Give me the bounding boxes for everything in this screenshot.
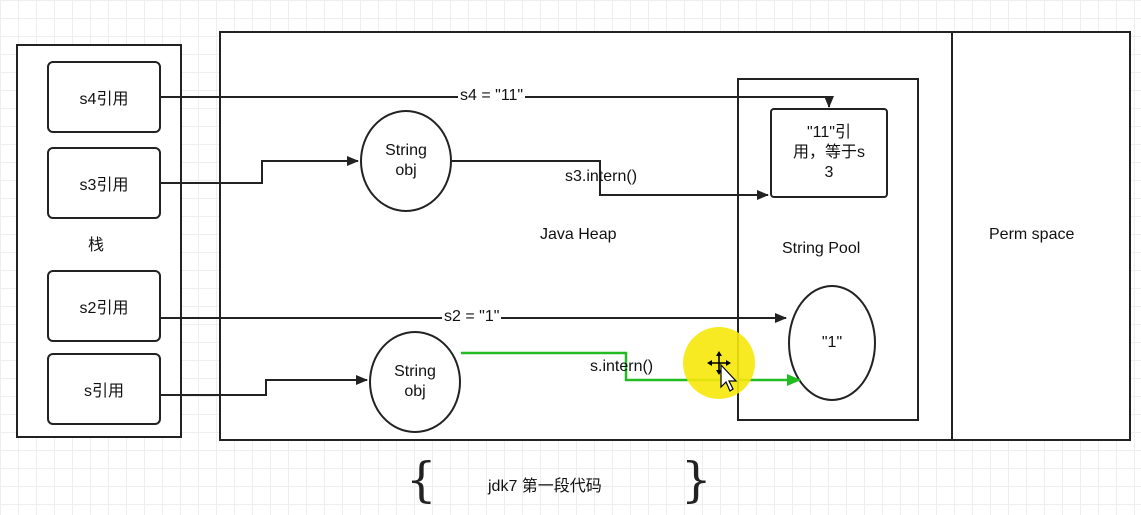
java-heap-label: Java Heap: [540, 226, 617, 243]
move-cursor-icon: [707, 351, 738, 392]
stack-ref-s3[interactable]: s3引用: [47, 147, 161, 219]
perm-space-label: Perm space: [989, 226, 1075, 243]
edge-label-s3-intern: s3.intern(): [565, 168, 638, 185]
caption-text: jdk7 第一段代码: [488, 478, 602, 495]
string-obj-top[interactable]: String obj: [360, 110, 452, 212]
caption-right-brace: }: [681, 452, 712, 508]
edge-label-s4-assign: s4 = "11": [458, 87, 526, 105]
stack-ref-s[interactable]: s引用: [47, 353, 161, 425]
edge-label-s-intern: s.intern(): [590, 358, 654, 375]
stack-label: 栈: [88, 237, 105, 254]
perm-space-area: [951, 31, 1131, 441]
stack-ref-s4[interactable]: s4引用: [47, 61, 161, 133]
string-obj-bottom[interactable]: String obj: [369, 331, 461, 433]
stack-ref-s2[interactable]: s2引用: [47, 270, 161, 342]
pool-entry-1[interactable]: "1": [788, 285, 876, 401]
edge-s3-intern: [452, 160, 769, 200]
edge-s4-to-pool-11: [161, 96, 834, 108]
string-obj-bottom-line1: String: [394, 363, 436, 380]
edge-s-to-string-obj: [161, 375, 368, 396]
string-obj-top-line1: String: [385, 142, 427, 159]
pool-entry-11-line2: 用，等于s: [792, 144, 865, 161]
string-obj-top-line2: obj: [395, 162, 417, 179]
string-pool-label: String Pool: [782, 240, 861, 257]
caption-left-brace: {: [406, 452, 437, 508]
pool-entry-1-label: "1": [821, 334, 843, 351]
edge-label-s2-assign: s2 = "1": [442, 308, 502, 326]
pool-entry-11-line3: 3: [824, 164, 834, 181]
string-obj-bottom-line2: obj: [404, 383, 426, 400]
edge-s3-to-string-obj: [161, 156, 359, 184]
pool-entry-11-line1: "11"引: [807, 124, 851, 141]
pool-entry-11[interactable]: "11"引 用，等于s 3: [770, 108, 888, 198]
